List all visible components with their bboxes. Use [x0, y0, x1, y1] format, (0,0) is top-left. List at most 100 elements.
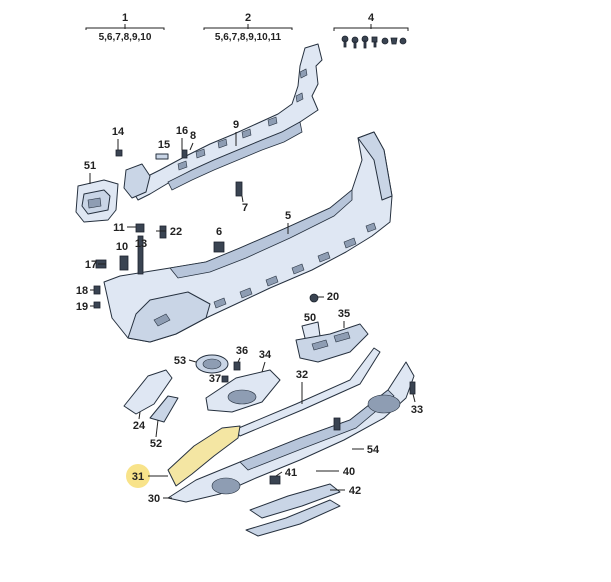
bumper-trim-strip[interactable]	[233, 347, 381, 437]
svg-text:31: 31	[132, 471, 144, 483]
screw-icon	[93, 285, 101, 295]
callout-51[interactable]: 51	[84, 160, 96, 184]
svg-text:40: 40	[343, 466, 355, 478]
callout-5[interactable]: 5	[285, 210, 291, 234]
group-4-number: 4	[368, 12, 375, 24]
callout-37[interactable]: 37	[209, 373, 221, 385]
svg-text:30: 30	[148, 493, 160, 505]
callout-7[interactable]: 7	[241, 195, 248, 214]
callout-19[interactable]: 19	[76, 301, 94, 313]
highlight-marker	[126, 464, 150, 488]
callout-22[interactable]: 22	[156, 226, 182, 238]
bumper-cover[interactable]	[103, 131, 393, 343]
fastener-set-icon	[341, 35, 407, 49]
svg-text:13: 13	[135, 238, 147, 250]
left-exhaust-trim[interactable]	[195, 354, 281, 413]
callout-9[interactable]: 9	[233, 119, 239, 146]
pin-icon	[137, 235, 144, 275]
callout-31[interactable]: 31	[126, 464, 168, 488]
callout-8[interactable]: 8	[189, 130, 196, 151]
callout-36[interactable]: 36	[236, 345, 248, 363]
callout-17[interactable]: 17	[85, 259, 106, 271]
svg-text:36: 36	[236, 345, 248, 357]
clip-icon	[159, 225, 167, 239]
svg-text:15: 15	[158, 139, 170, 151]
svg-text:14: 14	[112, 126, 125, 138]
svg-text:16: 16	[176, 125, 188, 137]
callout-18[interactable]: 18	[76, 285, 94, 297]
bumper-carrier-bracket[interactable]	[123, 43, 323, 201]
svg-text:35: 35	[338, 308, 350, 320]
group-2-components: 5,6,7,8,9,10,11	[215, 32, 282, 43]
callout-50[interactable]: 50	[304, 312, 316, 324]
callout-16[interactable]: 16	[176, 125, 188, 150]
svg-text:18: 18	[76, 285, 88, 297]
group-1-number: 1	[122, 12, 128, 24]
callout-11[interactable]: 11	[113, 222, 136, 234]
svg-text:8: 8	[190, 130, 196, 142]
group-1-header[interactable]: 1 5,6,7,8,9,10	[85, 12, 165, 43]
svg-text:11: 11	[113, 222, 125, 234]
svg-text:52: 52	[150, 438, 162, 450]
lower-shields[interactable]	[245, 475, 341, 537]
group-2-number: 2	[245, 12, 251, 24]
svg-text:33: 33	[411, 404, 423, 416]
group-1-components: 5,6,7,8,9,10	[99, 32, 152, 43]
callout-13[interactable]: 13	[135, 238, 147, 250]
clip-icon	[135, 223, 145, 233]
callout-15[interactable]: 15	[158, 139, 170, 151]
callout-14[interactable]: 14	[112, 126, 125, 150]
nut-icon	[181, 149, 188, 159]
group-4-header[interactable]: 4	[333, 12, 409, 49]
callout-42[interactable]: 42	[330, 485, 361, 497]
callout-20[interactable]: 20	[318, 291, 339, 303]
svg-text:17: 17	[85, 259, 97, 271]
strip-icon	[155, 153, 169, 160]
cap-icon	[213, 241, 225, 253]
svg-text:22: 22	[170, 226, 182, 238]
screw-icon	[309, 293, 319, 303]
svg-text:34: 34	[259, 349, 272, 361]
svg-text:24: 24	[133, 420, 146, 432]
callout-40[interactable]: 40	[316, 466, 355, 478]
left-small-parts	[93, 149, 319, 309]
callout-30[interactable]: 30	[148, 493, 172, 505]
highlighted-trim-31[interactable]	[167, 425, 241, 487]
svg-text:50: 50	[304, 312, 316, 324]
callout-53[interactable]: 53	[174, 355, 197, 367]
group-2-header[interactable]: 2 5,6,7,8,9,10,11	[203, 12, 293, 43]
svg-text:41: 41	[285, 467, 297, 479]
callout-32[interactable]: 32	[296, 369, 308, 404]
callout-35[interactable]: 35	[338, 308, 350, 328]
nut-icon	[93, 301, 101, 309]
svg-text:37: 37	[209, 373, 221, 385]
svg-text:42: 42	[349, 485, 361, 497]
svg-text:5: 5	[285, 210, 291, 222]
svg-text:10: 10	[116, 241, 128, 253]
callout-34[interactable]: 34	[259, 349, 272, 373]
callout-41[interactable]: 41	[275, 467, 297, 479]
bracket-small-icon	[119, 255, 129, 271]
svg-text:32: 32	[296, 369, 308, 381]
callout-52[interactable]: 52	[150, 419, 162, 450]
clip-icon	[115, 149, 123, 157]
svg-text:6: 6	[216, 226, 222, 238]
sensor-holder[interactable]	[295, 321, 369, 363]
svg-text:54: 54	[367, 444, 380, 456]
svg-text:53: 53	[174, 355, 186, 367]
left-side-bracket[interactable]	[75, 179, 119, 223]
svg-text:20: 20	[327, 291, 339, 303]
callout-24[interactable]: 24	[133, 411, 146, 432]
svg-text:9: 9	[233, 119, 239, 131]
svg-text:19: 19	[76, 301, 88, 313]
left-side-trim[interactable]	[123, 369, 179, 423]
callout-6[interactable]: 6	[216, 226, 222, 238]
rear-diffuser[interactable]	[167, 361, 416, 503]
callout-54[interactable]: 54	[352, 444, 380, 456]
callout-33[interactable]: 33	[411, 393, 423, 416]
bracket-small-icon	[235, 181, 243, 197]
svg-text:7: 7	[242, 202, 248, 214]
callout-10[interactable]: 10	[116, 241, 128, 253]
svg-text:51: 51	[84, 160, 96, 172]
